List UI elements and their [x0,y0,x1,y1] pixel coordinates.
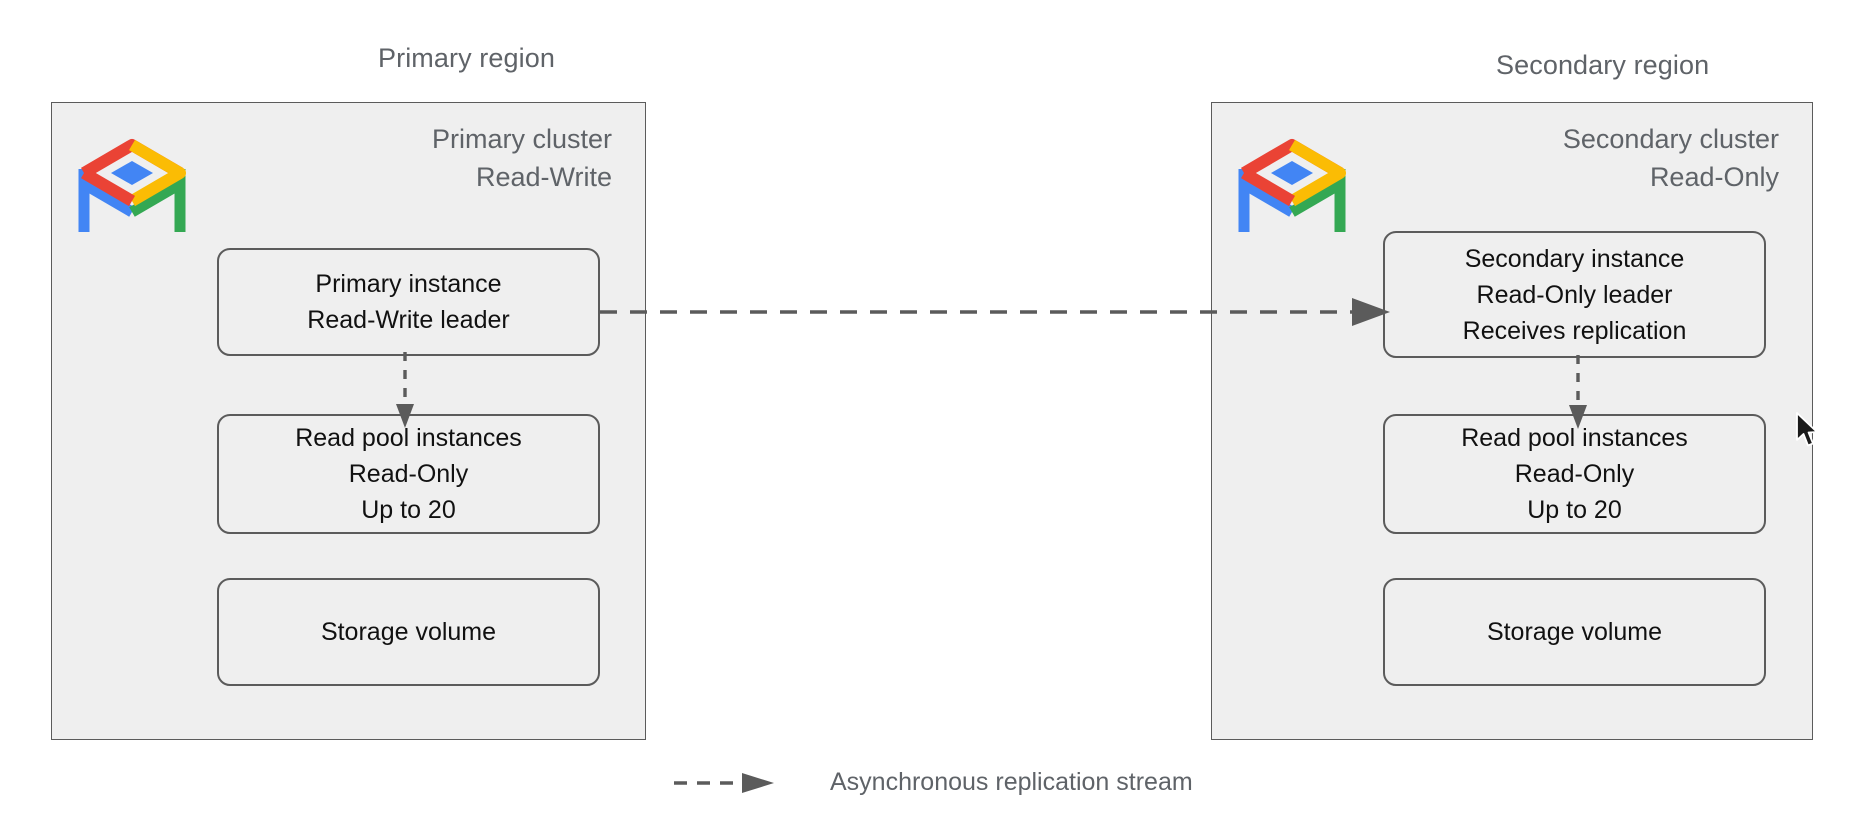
region-label-secondary: Secondary region [1496,50,1710,80]
node-primary-read-pool-label: Read pool instances Read-Only Up to 20 [295,424,522,524]
secondary-instance-to-read-pool-arrow [1569,355,1587,429]
region-label-primary: Primary region [378,43,555,73]
legend: Asynchronous replication stream [672,768,1193,797]
node-secondary-instance-label: Secondary instance Read-Only leader Rece… [1462,244,1687,345]
node-secondary-storage-volume-label: Storage volume [1486,618,1663,646]
node-secondary-read-pool-label: Read pool instances Read-Only Up to 20 [1461,424,1688,524]
cluster-title-primary: Primary cluster Read-Write [431,124,612,192]
node-secondary-storage-volume[interactable]: Storage volume [1383,578,1766,686]
dashed-arrow-icon [674,772,774,793]
cluster-title-secondary: Secondary cluster Read-Only [1562,124,1779,192]
node-primary-instance[interactable]: Primary instance Read-Write leader [217,248,600,356]
node-primary-instance-label: Primary instance Read-Write leader [307,270,510,334]
cluster-panel-secondary: Secondary cluster Read-Only Secondary in… [1211,102,1813,740]
node-primary-storage-volume[interactable]: Storage volume [217,578,600,686]
legend-label: Asynchronous replication stream [830,768,1193,796]
alloydb-logo-primary [78,126,186,236]
node-primary-storage-volume-label: Storage volume [320,618,497,646]
cluster-panel-primary: Primary cluster Read-Write Primary insta… [51,102,646,740]
node-primary-read-pool[interactable]: Read pool instances Read-Only Up to 20 [217,414,600,534]
node-secondary-instance[interactable]: Secondary instance Read-Only leader Rece… [1383,231,1766,358]
primary-instance-to-read-pool-arrow [396,352,414,428]
asynchronous-replication-arrow [600,298,1390,326]
node-secondary-read-pool[interactable]: Read pool instances Read-Only Up to 20 [1383,414,1766,534]
alloydb-logo-secondary [1238,126,1346,236]
